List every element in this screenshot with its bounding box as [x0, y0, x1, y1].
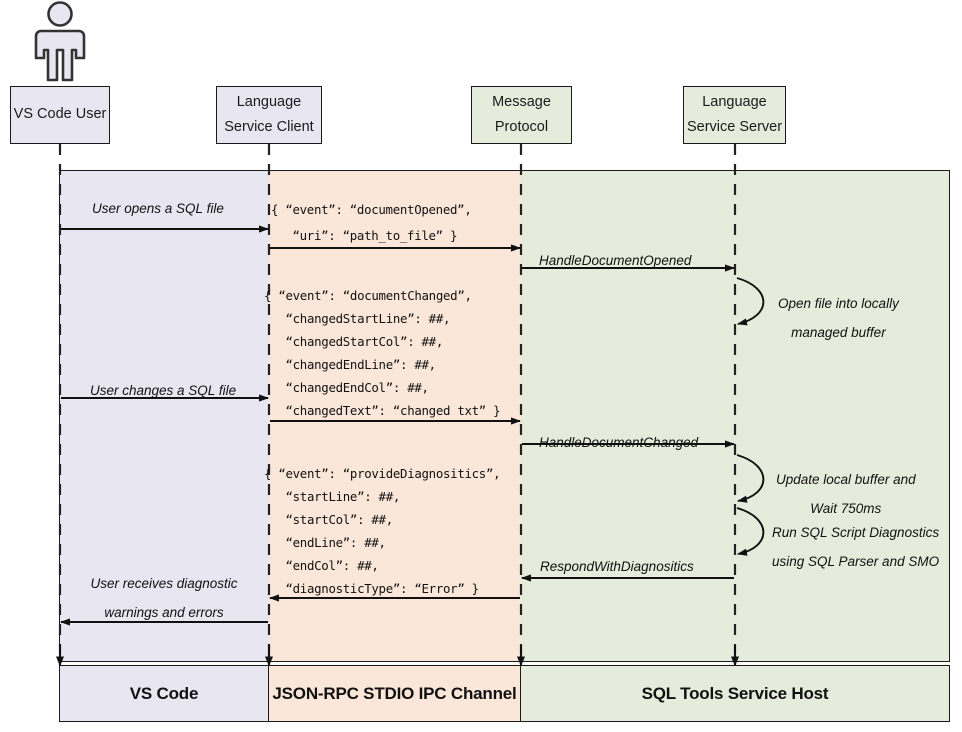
payload-line: “startCol”: ##,: [264, 512, 393, 527]
participant-label-line1: Language: [236, 93, 302, 110]
legend-sql-tools-service-host: SQL Tools Service Host: [521, 665, 950, 722]
note-line1: Update local buffer and: [776, 472, 916, 487]
note-line2: using SQL Parser and SMO: [772, 554, 940, 569]
label-handle-document-opened: HandleDocumentOpened: [539, 253, 692, 268]
label-user-changes-sql-file: User changes a SQL file: [90, 383, 237, 398]
participant-box-language-service-server[interactable]: Language Service Server: [683, 86, 786, 144]
participant-box-language-service-client[interactable]: Language Service Client: [216, 86, 322, 144]
payload-line: “endCol”: ##,: [264, 558, 379, 573]
label-user-receives-diagnostics: User receives diagnostic warnings and er…: [59, 569, 269, 627]
legend-json-rpc-stdio-ipc-channel: JSON-RPC STDIO IPC Channel: [269, 665, 521, 722]
band-ipc: [269, 170, 521, 662]
payload-line: { “event”: “documentChanged”,: [264, 288, 472, 303]
label-user-receives-diagnostics-line2: warnings and errors: [104, 605, 224, 620]
selfloop-run-sql-diagnostics: [736, 507, 765, 556]
selfloop-update-buffer-wait: [736, 454, 765, 503]
payload-line: “changedStartCol”: ##,: [264, 334, 443, 349]
note-run-sql-diagnostics: Run SQL Script Diagnostics using SQL Par…: [772, 518, 939, 576]
participant-label-line1: VS Code User: [13, 106, 107, 123]
legend-label: VS Code: [129, 683, 199, 703]
payload-line: “startLine”: ##,: [264, 489, 401, 504]
label-user-opens-sql-file: User opens a SQL file: [92, 201, 224, 216]
note-line2: managed buffer: [791, 325, 886, 340]
participant-box-vs-code-user[interactable]: VS Code User: [10, 86, 110, 144]
payload-line: { “event”: “documentOpened”,: [271, 202, 472, 217]
note-line2: Wait 750ms: [810, 501, 882, 516]
participant-label-line2: Protocol: [494, 119, 549, 135]
participant-label-line2: Service Server: [686, 119, 783, 135]
selfloop-open-file-buffer: [736, 277, 765, 326]
payload-line: “changedStartLine”: ##,: [264, 311, 451, 326]
note-open-file-into-buffer: Open file into locally managed buffer: [778, 289, 899, 347]
payload-line: { “event”: “provideDiagnositics”,: [264, 466, 501, 481]
payload-line: “changedEndCol”: ##,: [264, 380, 429, 395]
band-vscode: [59, 170, 269, 662]
participant-label-line1: Language: [702, 93, 767, 110]
payload-line: “changedEndLine”: ##,: [264, 357, 436, 372]
label-respond-with-diagnositics: RespondWithDiagnositics: [540, 559, 694, 574]
note-line1: Open file into locally: [778, 296, 899, 311]
note-update-buffer-wait: Update local buffer and Wait 750ms: [776, 465, 916, 523]
payload-line: “diagnosticType”: “Error” }: [264, 581, 479, 596]
label-user-receives-diagnostics-line1: User receives diagnostic: [90, 576, 238, 591]
legend-label: SQL Tools Service Host: [641, 683, 829, 703]
label-handle-document-changed: HandleDocumentChanged: [539, 435, 699, 450]
payload-line: “changedText”: “changed txt” }: [264, 403, 501, 418]
participant-label-line2: Service Client: [224, 119, 314, 135]
payload-line: “endLine”: ##,: [264, 535, 386, 550]
payload-line: “uri”: “path_to_file” }: [271, 228, 458, 243]
participant-label-line1: Message: [492, 93, 551, 110]
participant-box-message-protocol[interactable]: Message Protocol: [471, 86, 572, 144]
note-line1: Run SQL Script Diagnostics: [772, 525, 940, 540]
actor-icon: [34, 1, 86, 82]
legend-vs-code: VS Code: [59, 665, 269, 722]
legend-label: JSON-RPC STDIO IPC Channel: [272, 683, 517, 703]
